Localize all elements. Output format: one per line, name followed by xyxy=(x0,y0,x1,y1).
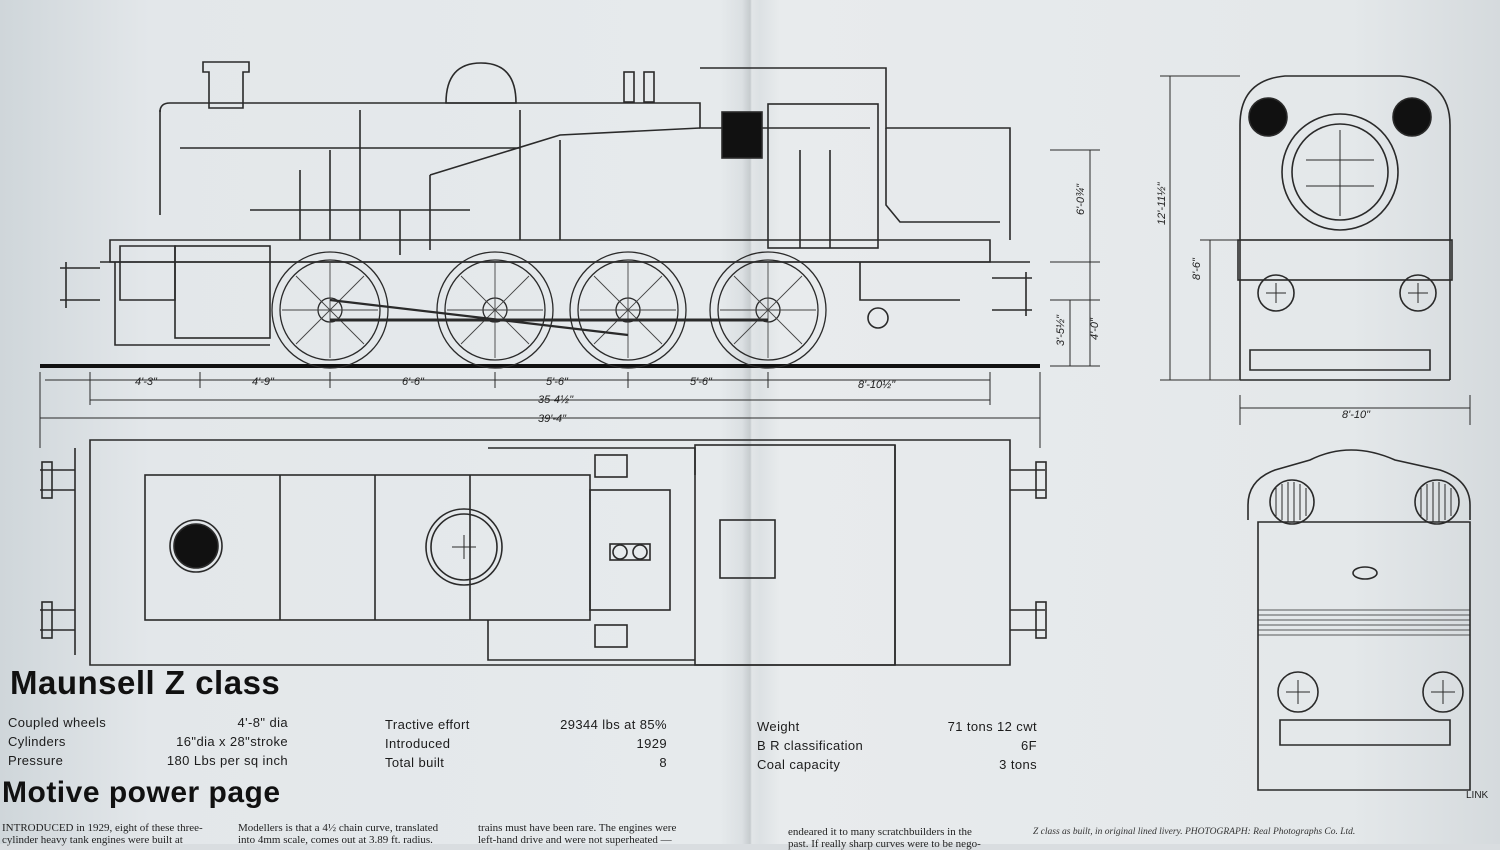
spec-label: Introduced xyxy=(385,736,451,751)
dim-bogie: 4'-9" xyxy=(252,376,275,388)
dim-8ft6: 8'-6" xyxy=(1191,257,1203,280)
article-line: past. If really sharp curves were to be … xyxy=(788,838,981,850)
dim-buffer-height: 3'-5½" xyxy=(1055,314,1067,346)
spec-value: 4'-8" dia xyxy=(237,715,288,730)
spec-row: B R classification 6F xyxy=(757,738,1037,757)
side-dimensions xyxy=(39,149,1100,425)
article-column-3: trains must have been rare. The engines … xyxy=(478,822,706,846)
spec-label: Cylinders xyxy=(8,734,66,749)
spec-value: 3 tons xyxy=(999,757,1037,772)
spec-row: Tractive effort 29344 lbs at 85% xyxy=(385,717,667,736)
side-elevation xyxy=(40,61,1040,369)
link-label: LINK xyxy=(1466,790,1489,801)
dim-wheel-1: 6'-6" xyxy=(402,376,425,388)
spec-row: Coupled wheels 4'-8" dia xyxy=(8,715,288,734)
article-line: endeared it to many scratchbuilders in t… xyxy=(788,826,972,838)
dim-4ft: 4'-0" xyxy=(1089,317,1101,340)
dim-cab-height: 6'-0¾" xyxy=(1075,183,1087,215)
spec-value: 29344 lbs at 85% xyxy=(560,717,667,732)
spec-value: 6F xyxy=(1021,738,1037,753)
article-line: Modellers is that a 4½ chain curve, tran… xyxy=(238,822,439,834)
spec-value: 8 xyxy=(659,755,667,770)
article-column-2: Modellers is that a 4½ chain curve, tran… xyxy=(238,822,466,846)
spec-label: Coupled wheels xyxy=(8,715,107,730)
spec-row: Cylinders 16"dia x 28"stroke xyxy=(8,734,288,753)
article-line: trains must have been rare. The engines … xyxy=(478,822,677,834)
photo-caption: Z class as built, in original lined live… xyxy=(1033,827,1356,837)
rear-view xyxy=(1247,449,1471,791)
page-fold xyxy=(742,0,760,844)
spec-value: 1929 xyxy=(636,736,667,751)
article-line: into 4mm scale, comes out at 3.89 ft. ra… xyxy=(238,834,433,846)
spec-label: Tractive effort xyxy=(385,717,470,732)
section-heading: Motive power page xyxy=(2,776,281,809)
dim-front-overhang: 4'-3" xyxy=(135,376,158,388)
spec-value: 180 Lbs per sq inch xyxy=(166,753,288,768)
specs-right: Weight 71 tons 12 cwt B R classification… xyxy=(757,719,1037,776)
article-column-4: endeared it to many scratchbuilders in t… xyxy=(788,826,1016,850)
spec-row: Coal capacity 3 tons xyxy=(757,757,1037,776)
specs-middle: Tractive effort 29344 lbs at 85% Introdu… xyxy=(385,717,667,774)
spec-row: Introduced 1929 xyxy=(385,736,667,755)
dim-wheelbase: 35-4½" xyxy=(538,394,574,406)
dim-wheel-3: 5'-6" xyxy=(690,376,713,388)
front-view xyxy=(1160,75,1471,425)
spec-value: 16"dia x 28"stroke xyxy=(176,734,288,749)
spec-label: B R classification xyxy=(757,738,864,753)
dim-overall-height: 12'-11½" xyxy=(1156,181,1168,225)
dim-overall-length: 39'-4" xyxy=(538,413,567,425)
spec-row: Total built 8 xyxy=(385,755,667,774)
dim-wheel-2: 5'-6" xyxy=(546,376,569,388)
spec-row: Weight 71 tons 12 cwt xyxy=(757,719,1037,738)
spec-value: 71 tons 12 cwt xyxy=(947,719,1037,734)
article-line: cylinder heavy tank engines were built a… xyxy=(2,834,183,846)
specs-left: Coupled wheels 4'-8" dia Cylinders 16"di… xyxy=(8,715,288,772)
spec-label: Pressure xyxy=(8,753,64,768)
spec-row: Pressure 180 Lbs per sq inch xyxy=(8,753,288,772)
plan-view xyxy=(39,425,1047,666)
article-line: left-hand drive and were not superheated… xyxy=(478,834,672,846)
page-title: Maunsell Z class xyxy=(10,664,281,701)
spec-label: Total built xyxy=(385,755,445,770)
dim-rear-overhang: 8'-10½" xyxy=(858,379,896,391)
spec-label: Coal capacity xyxy=(757,757,841,772)
article-line: INTRODUCED in 1929, eight of these three… xyxy=(2,822,203,834)
spec-label: Weight xyxy=(757,719,800,734)
article-column-1: INTRODUCED in 1929, eight of these three… xyxy=(2,822,224,846)
dim-width: 8'-10" xyxy=(1342,409,1371,421)
